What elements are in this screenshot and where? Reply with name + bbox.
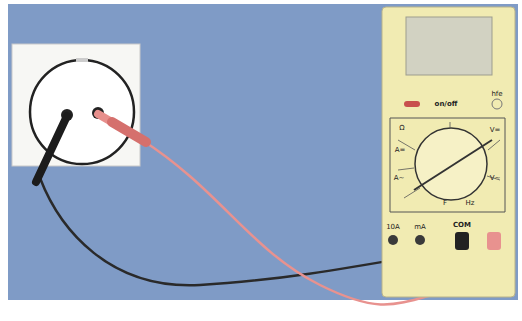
jack (388, 235, 398, 245)
display (406, 17, 492, 75)
dial-pointer (414, 140, 492, 190)
black-probe (36, 116, 67, 182)
hfe-socket (492, 99, 502, 109)
meter-label: 10A (386, 224, 400, 231)
background-panel (8, 4, 518, 300)
power-button (404, 101, 420, 107)
dial-panel (390, 118, 505, 212)
meter-label: A~ (394, 175, 405, 182)
meter-label: F (443, 200, 447, 207)
meter-label: Ω (399, 125, 404, 132)
dial-ticks (398, 122, 500, 198)
red-probe (98, 114, 146, 142)
meter-label: hfe (491, 91, 502, 98)
rotary-dial (415, 128, 487, 200)
socket-plate (12, 44, 140, 166)
red-plug (487, 232, 501, 250)
meter-label: A= (395, 147, 406, 154)
meter-label: on/off (435, 101, 458, 108)
meter-label: V= (490, 127, 501, 134)
meter-label: Hz (466, 200, 475, 207)
black-plug (455, 232, 469, 250)
meter-label: mA (414, 224, 426, 231)
meter-label: COM (453, 222, 471, 229)
jack (415, 235, 425, 245)
earth-clip (76, 58, 88, 62)
meter-label: V~ (490, 175, 501, 182)
socket-recess (30, 60, 134, 164)
red-probe-grip (112, 122, 146, 142)
meter-body (382, 7, 515, 297)
